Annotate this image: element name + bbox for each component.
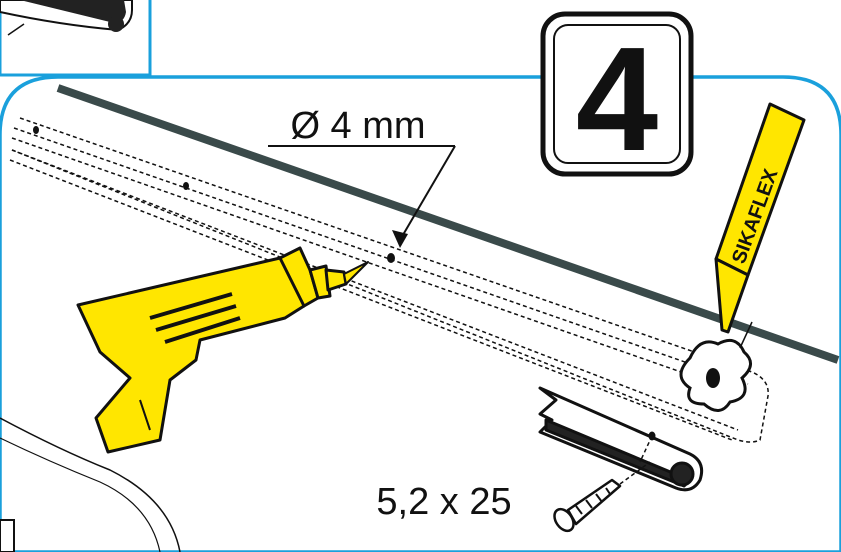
step-number-badge: 4 bbox=[540, 11, 694, 182]
dashed-mounting-profile bbox=[9, 117, 769, 443]
step-frame bbox=[0, 75, 841, 552]
drill-icon bbox=[76, 246, 369, 454]
sealant-blob bbox=[679, 321, 753, 412]
left-edge-fragment bbox=[0, 417, 181, 552]
screw-icon bbox=[553, 461, 651, 533]
previous-step-panel bbox=[0, 0, 152, 77]
sealant-tube-icon: SIKAFLEX bbox=[714, 102, 806, 334]
drill-size-label: Ø 4 mm bbox=[290, 105, 425, 147]
awning-rail-icon bbox=[538, 386, 704, 492]
drill-size-callout: Ø 4 mm bbox=[268, 105, 456, 248]
drill-holes bbox=[33, 126, 395, 263]
step-number: 4 bbox=[576, 17, 658, 182]
wall-rail bbox=[56, 84, 840, 364]
screw-size-label: 5,2 x 25 bbox=[376, 481, 511, 523]
